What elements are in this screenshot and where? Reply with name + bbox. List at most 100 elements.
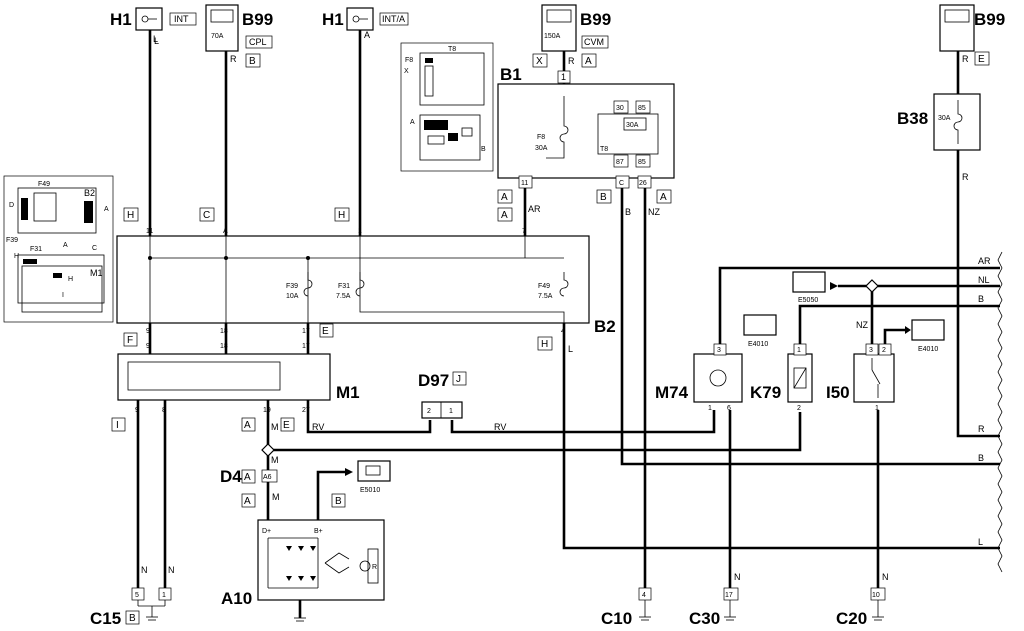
ground-c15: 5 1 N N C15 B <box>90 565 175 628</box>
ground-c30: 17 N C30 <box>689 572 741 628</box>
c30-pin: 17 <box>725 592 733 599</box>
inset-left-b2: F49 B2 D A F39 F31 A C H M1 H I <box>3 175 114 323</box>
i50-switch: I50 3 2 1 NZ <box>826 320 895 412</box>
k79-pin-1: 1 <box>797 347 801 354</box>
wire-l-top: L <box>153 34 158 44</box>
e5050-indicator: E5050 <box>792 271 838 304</box>
d4-pin: A6 <box>263 474 272 481</box>
wire-nz-2: NZ <box>856 320 868 330</box>
c15-label: C15 <box>90 609 121 628</box>
tag-h-2: H <box>338 210 345 221</box>
tag-h-1: H <box>127 210 134 221</box>
c15-conn: B <box>129 613 136 624</box>
e5010-indicator: E5010 <box>345 460 391 494</box>
b1-conn-tags: A A AR B B NZ A <box>497 189 672 222</box>
b99-right-conn: E <box>978 54 985 65</box>
b2-top-pin-7: 7 <box>522 228 526 235</box>
tag-f-1: F <box>127 335 133 346</box>
m1-label: M1 <box>336 383 360 402</box>
m74-module: M74 3 1 6 <box>655 343 743 412</box>
b38-fuse: 30A B38 R <box>897 93 981 182</box>
tag-a-d4: A <box>244 496 251 507</box>
inset-h2: H <box>68 276 73 283</box>
b99-mid-label: B99 <box>580 10 611 29</box>
b99-left: 70A B99 CPL R B <box>205 4 273 68</box>
d4-label: D4 <box>220 467 242 486</box>
a10-alternator: A10 D+ B+ R <box>221 519 385 608</box>
i50-label: I50 <box>826 383 850 402</box>
c10-pin: 4 <box>642 592 646 599</box>
a10-dplus: D+ <box>262 528 271 535</box>
c20-label: C20 <box>836 609 867 628</box>
b99-right: B99 R E <box>939 4 1005 66</box>
k79-pin-2: 2 <box>797 405 801 412</box>
k79-relay: K79 1 2 <box>750 343 813 412</box>
m74-pin-3: 3 <box>717 347 721 354</box>
inset-m1: M1 <box>90 268 103 278</box>
inset-b-label: B <box>481 146 486 153</box>
e4010b-label: E4010 <box>918 346 938 353</box>
b1-fuse-val: 30A <box>535 145 548 152</box>
inset-b2: B2 <box>84 188 95 198</box>
b2-f49-id: F49 <box>538 283 550 290</box>
b99-mid: 150A B99 CVM R X A <box>532 4 611 68</box>
c30-label: C30 <box>689 609 720 628</box>
tag-e-m1: E <box>283 420 290 431</box>
wire-nz-1: NZ <box>648 207 660 217</box>
d97-pin-1: 1 <box>449 408 453 415</box>
m1-bot-9: 9 <box>135 407 139 414</box>
wire-l-b2: L <box>568 344 573 354</box>
m1-top-17: 17 <box>302 343 310 350</box>
c20-pin: 10 <box>872 592 880 599</box>
inset-top-t8: T8 F8 X A B <box>400 42 494 172</box>
c10-label: C10 <box>601 609 632 628</box>
wire-rv-2: RV <box>494 422 506 432</box>
b99-right-label: B99 <box>974 10 1005 29</box>
i50-pin-1: 1 <box>875 405 879 412</box>
b1-relay-id: T8 <box>600 146 608 153</box>
b1-pin-30: 30 <box>616 105 624 112</box>
tag-b-d4: B <box>335 496 342 507</box>
b2-f39-id: F39 <box>286 283 298 290</box>
e5050-label: E5050 <box>798 297 818 304</box>
inset-a-label: A <box>410 119 415 126</box>
ground-c10: 4 C10 <box>601 587 652 628</box>
m1-top-9: 9 <box>146 343 150 350</box>
b99-left-tag: CPL <box>249 37 267 47</box>
b1-pin-85a: 85 <box>638 105 646 112</box>
m1-bot-19: 19 <box>263 407 271 414</box>
h1-left-pin: L <box>154 36 159 46</box>
b38-fuse-val: 30A <box>938 115 951 122</box>
m1-module: M1 9 18 17 9 8 19 27 I A E RV M M M <box>111 343 360 502</box>
b2-bot-pin-4: 4 <box>561 328 565 335</box>
inset-f39: F39 <box>6 237 18 244</box>
tag-c-1: C <box>203 210 210 221</box>
wire-n-c30: N <box>734 572 741 582</box>
bus-nl: NL <box>978 275 990 285</box>
e4010-indicator: E4010 <box>743 314 777 348</box>
m1-bot-8: 8 <box>162 407 166 414</box>
wire-rv-1: RV <box>312 422 324 432</box>
b99-left-fuse: 70A <box>211 33 224 40</box>
tag-h-3: H <box>541 339 548 350</box>
inset-f31: F31 <box>30 246 42 253</box>
h1-mid-tag: INT/A <box>382 14 405 24</box>
b99-right-pin: R <box>962 54 969 64</box>
bus-b2: B <box>978 453 984 463</box>
inset-x-label: X <box>404 68 409 75</box>
page-break-edge <box>997 251 1003 573</box>
ground-c20: 10 N C20 <box>836 572 889 628</box>
k79-label: K79 <box>750 383 781 402</box>
b1-pin-26: 26 <box>639 180 647 187</box>
h1-mid-label: H1 <box>322 10 344 29</box>
d97-connector: 2 1 D97 J RV <box>418 371 506 432</box>
wires <box>136 28 1000 618</box>
b2-top-pin-11: 11 <box>146 228 153 235</box>
i50-pin-2: 2 <box>882 347 886 354</box>
m74-pin-1: 1 <box>708 405 712 412</box>
b1-label: B1 <box>500 65 522 84</box>
b1-box: B1 1 F8 30A 30 85 30A T8 87 85 11 C 26 <box>497 65 675 189</box>
bus-b: B <box>978 294 984 304</box>
tag-i-1: I <box>116 420 119 431</box>
h1-left-label: H1 <box>110 10 132 29</box>
